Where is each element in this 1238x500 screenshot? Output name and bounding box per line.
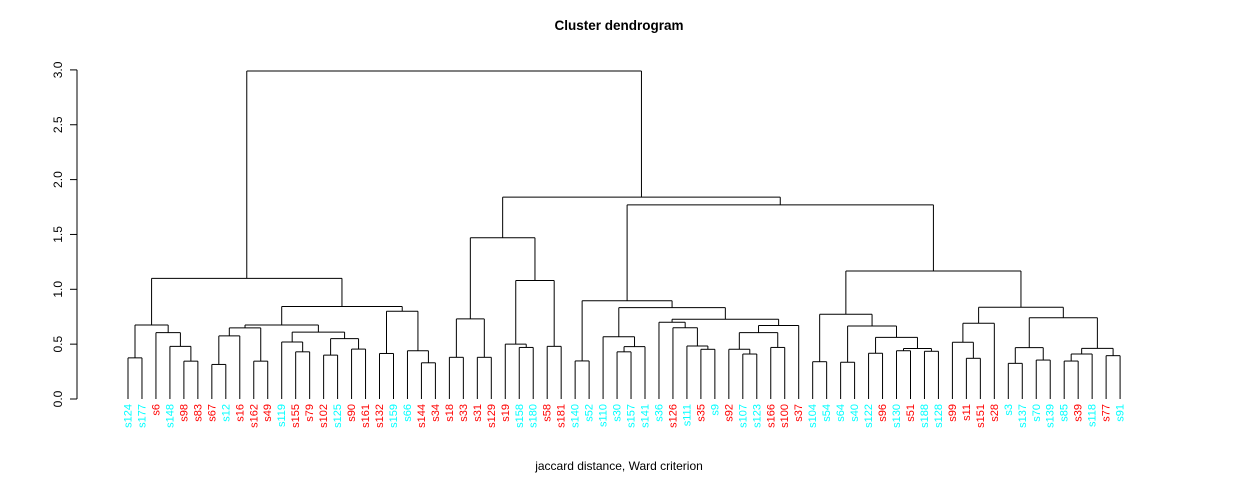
y-tick-label: 2.0: [51, 171, 65, 188]
leaf-label-s54: s54: [821, 404, 833, 422]
leaf-label-s96: s96: [877, 404, 889, 422]
leaf-label-s18: s18: [444, 404, 456, 422]
leaf-label-s28: s28: [989, 404, 1001, 422]
leaf-label-s99: s99: [947, 404, 959, 422]
y-tick-label: 3.0: [51, 61, 65, 78]
leaf-label-s90: s90: [346, 404, 358, 422]
leaf-label-s66: s66: [402, 404, 414, 422]
leaf-label-s159: s159: [388, 404, 400, 428]
leaf-label-s31: s31: [472, 404, 484, 422]
leaf-label-s155: s155: [290, 404, 302, 428]
leaf-label-s118: s118: [1087, 404, 1099, 427]
leaf-label-s19: s19: [500, 404, 512, 422]
leaf-label-s162: s162: [248, 404, 260, 428]
leaf-label-s104: s104: [807, 404, 819, 428]
leaf-label-s35: s35: [695, 404, 707, 422]
leaf-label-s148: s148: [164, 404, 176, 428]
leaf-label-s128: s128: [933, 404, 945, 428]
leaf-label-s130: s130: [891, 404, 903, 428]
leaf-label-s129: s129: [486, 404, 498, 428]
leaf-label-s70: s70: [1031, 404, 1043, 422]
leaf-label-s98: s98: [178, 404, 190, 422]
leaf-label-s161: s161: [360, 404, 372, 428]
leaf-label-s139: s139: [1045, 404, 1057, 428]
y-tick-label: 0.0: [51, 390, 65, 407]
leaf-label-s157: s157: [626, 404, 638, 428]
chart-title: Cluster dendrogram: [554, 18, 684, 33]
leaf-label-s3: s3: [1003, 404, 1015, 416]
leaf-label-s110: s110: [598, 404, 610, 427]
leaf-label-s11: s11: [961, 404, 973, 421]
y-tick-label: 2.5: [51, 116, 65, 133]
leaf-label-s181: s181: [556, 404, 568, 428]
leaf-label-s140: s140: [570, 404, 582, 428]
leaf-label-s58: s58: [542, 404, 554, 422]
leaf-label-s100: s100: [779, 404, 791, 428]
leaf-label-s12: s12: [220, 404, 232, 422]
leaf-label-s79: s79: [304, 404, 316, 422]
chart-caption: jaccard distance, Ward criterion: [535, 459, 703, 473]
leaf-label-s141: s141: [640, 404, 652, 428]
leaf-label-s188: s188: [919, 404, 931, 428]
leaf-label-s40: s40: [849, 404, 861, 422]
leaf-label-s166: s166: [765, 404, 777, 428]
leaf-label-s52: s52: [584, 404, 596, 422]
leaf-label-s49: s49: [262, 404, 274, 422]
leaf-label-s137: s137: [1017, 404, 1029, 428]
leaf-label-s151: s151: [975, 404, 987, 428]
leaf-label-s111: s111: [681, 404, 693, 426]
leaf-label-s6: s6: [150, 404, 162, 416]
leaf-label-s83: s83: [192, 404, 204, 422]
leaf-label-s9: s9: [709, 404, 721, 416]
leaf-label-s107: s107: [737, 404, 749, 428]
leaf-label-s124: s124: [123, 404, 135, 428]
leaf-label-s158: s158: [514, 404, 526, 428]
y-tick-label: 1.0: [51, 281, 65, 298]
leaf-label-s39: s39: [1073, 404, 1085, 422]
leaf-label-s132: s132: [374, 404, 386, 428]
leaf-label-s102: s102: [318, 404, 330, 428]
leaf-label-s37: s37: [793, 404, 805, 422]
leaf-label-s92: s92: [723, 404, 735, 422]
leaf-label-s64: s64: [835, 404, 847, 422]
leaf-label-s85: s85: [1059, 404, 1071, 422]
leaf-label-s180: s180: [528, 404, 540, 428]
leaf-label-s177: s177: [136, 404, 148, 428]
leaf-label-s34: s34: [430, 404, 442, 422]
leaf-label-s91: s91: [1115, 404, 1127, 422]
leaf-label-s126: s126: [667, 404, 679, 428]
leaf-label-s77: s77: [1101, 404, 1113, 422]
leaf-label-s122: s122: [863, 404, 875, 428]
leaf-label-s67: s67: [206, 404, 218, 422]
leaf-label-s125: s125: [332, 404, 344, 428]
y-tick-label: 1.5: [51, 226, 65, 243]
leaf-label-s119: s119: [276, 404, 288, 427]
leaf-label-s36: s36: [653, 404, 665, 422]
leaf-label-s123: s123: [751, 404, 763, 428]
leaf-label-s33: s33: [458, 404, 470, 422]
leaf-label-s51: s51: [905, 404, 917, 422]
leaf-label-s16: s16: [234, 404, 246, 422]
leaf-label-s144: s144: [416, 404, 428, 428]
y-tick-label: 0.5: [51, 335, 65, 352]
leaf-label-s30: s30: [612, 404, 624, 422]
